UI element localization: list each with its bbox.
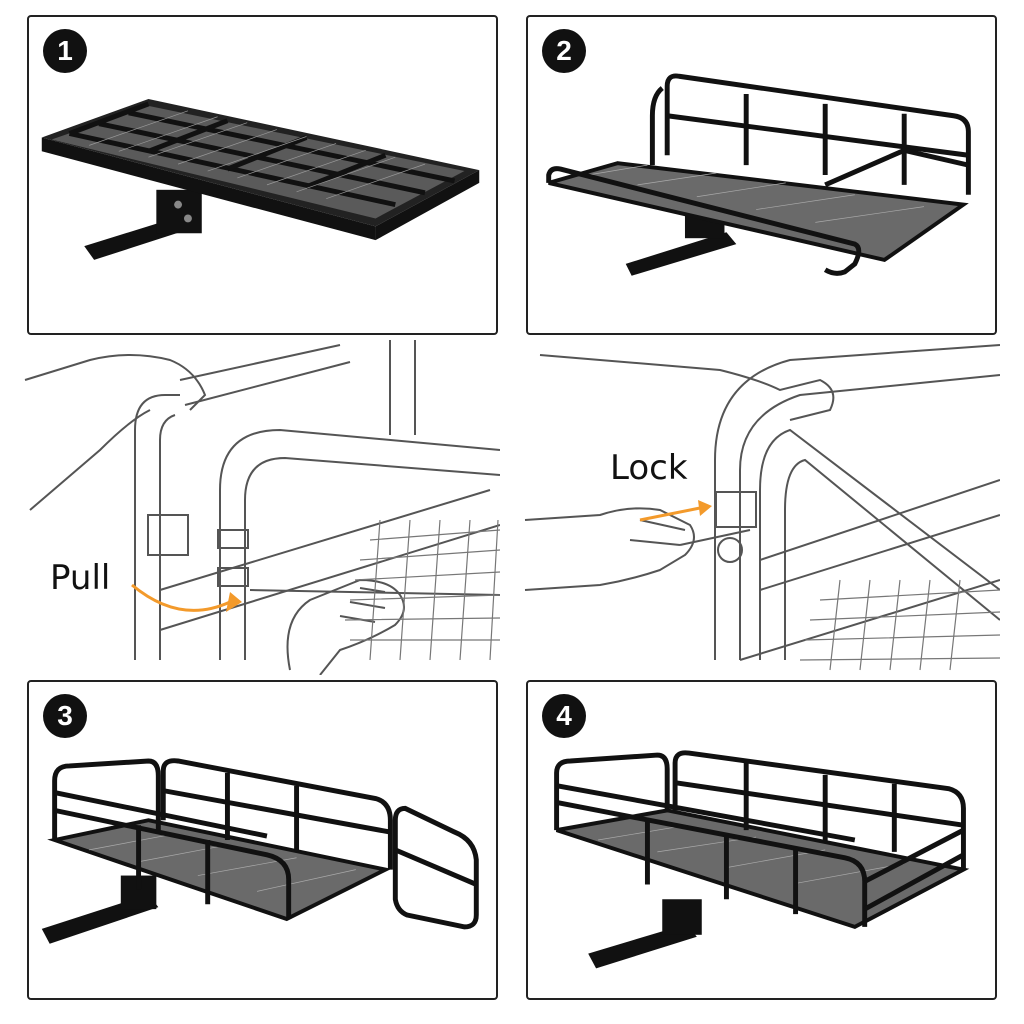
step-panel-1: 1 — [27, 15, 498, 335]
lock-label: Lock — [610, 448, 688, 488]
step-panel-3: 3 — [27, 680, 498, 1000]
step-panel-4: 4 — [526, 680, 997, 1000]
step-number-badge: 3 — [43, 694, 87, 738]
folded-carrier-illustration — [41, 98, 480, 260]
pull-label: Pull — [50, 558, 111, 598]
step-panel-2: 2 — [526, 15, 997, 335]
assembled-carrier-illustration — [554, 750, 970, 969]
unfolded-carrier-illustration — [546, 73, 971, 276]
pull-hand-illustration — [24, 340, 500, 675]
lock-detail-sketch: Lock — [520, 340, 1000, 675]
step-number-badge: 2 — [542, 29, 586, 73]
carrier-side-open-illustration — [41, 758, 479, 944]
lock-hand-illustration — [524, 344, 1000, 671]
step-number-badge: 1 — [43, 29, 87, 73]
step-number-badge: 4 — [542, 694, 586, 738]
pull-detail-sketch: Pull — [20, 340, 500, 675]
